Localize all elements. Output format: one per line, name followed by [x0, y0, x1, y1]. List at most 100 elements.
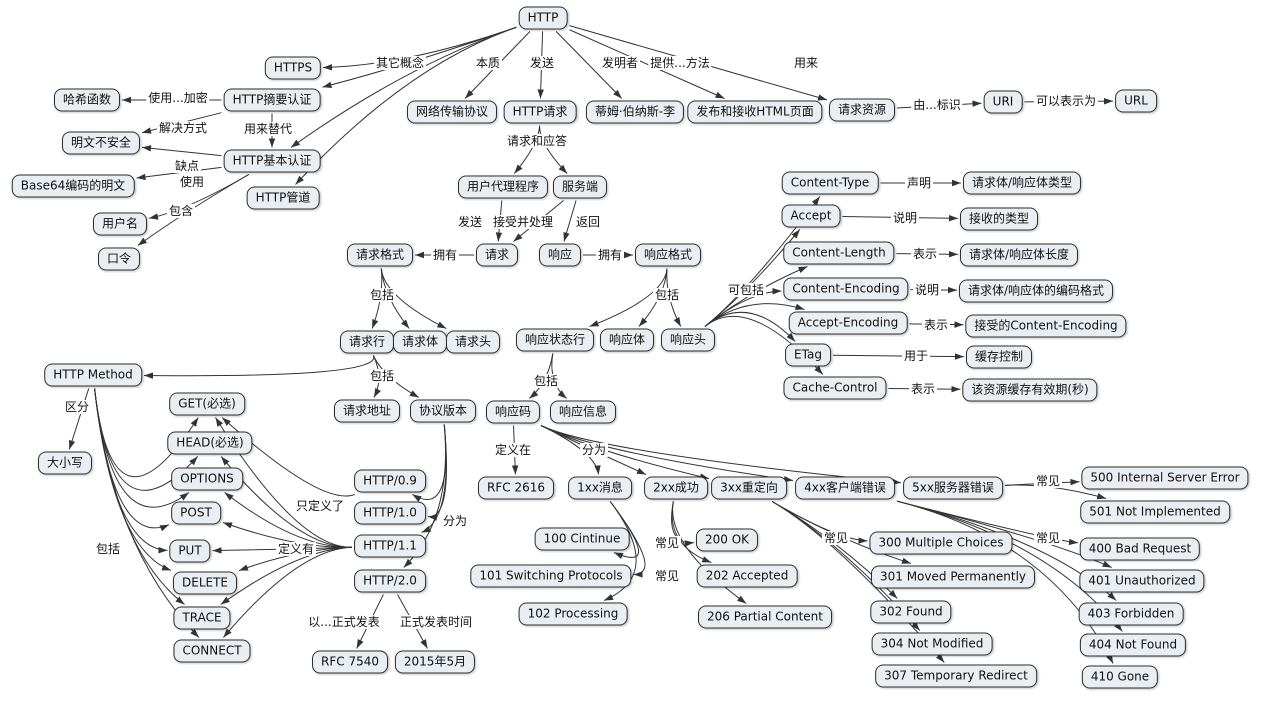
arrowhead-icon: [513, 233, 523, 242]
node-m-post: POST: [171, 501, 221, 525]
node-response-status-line: 响应状态行: [515, 328, 595, 352]
arrowhead-icon: [1107, 592, 1117, 601]
node-https: HTTPS: [264, 56, 322, 80]
arrowhead-icon: [715, 91, 725, 99]
edge-label: 返回: [573, 215, 603, 229]
node-body-length: 请求体/响应体长度: [959, 243, 1079, 267]
node-c307: 307 Temporary Redirect: [875, 664, 1037, 688]
edge-label: 包括: [93, 542, 123, 556]
arrowhead-icon: [1114, 622, 1123, 632]
arrowhead-icon: [1103, 98, 1113, 105]
edge-label: 正式发表时间: [397, 615, 475, 629]
arrowhead-icon: [323, 64, 333, 71]
node-http-pipeline: HTTP管道: [246, 186, 320, 210]
arrowhead-icon: [858, 537, 868, 544]
edge-label: 可以表示为: [1033, 94, 1099, 108]
node-response-headers: 响应头: [660, 328, 716, 352]
node-user-agent: 用户代理程序: [457, 175, 549, 199]
arrowhead-icon: [495, 232, 503, 242]
node-basic-auth: HTTP基本认证: [223, 149, 321, 173]
arrowhead-icon: [794, 303, 805, 310]
node-cache-ctrl: 缓存控制: [965, 345, 1033, 369]
node-c400: 400 Bad Request: [1079, 537, 1201, 561]
edge-line: [143, 355, 375, 377]
node-c300: 300 Multiple Choices: [869, 531, 1013, 555]
edge-label: 其它概念: [373, 56, 427, 70]
arrowhead-icon: [420, 639, 428, 649]
arrowhead-icon: [1102, 560, 1112, 568]
edge-label: 由...标识: [911, 98, 963, 112]
node-c304: 304 Not Modified: [871, 632, 993, 656]
node-request-resource: 请求资源: [828, 98, 896, 122]
arrowhead-icon: [220, 596, 230, 605]
node-cache-validity: 该资源缓存有效期(秒): [962, 378, 1098, 402]
arrowhead-icon: [737, 595, 747, 604]
arrowhead-icon: [797, 266, 808, 273]
arrowhead-icon: [558, 164, 568, 174]
arrowhead-icon: [511, 465, 519, 475]
edge-label: 发送: [455, 215, 485, 229]
arrowhead-icon: [190, 417, 199, 427]
edge-label: 包括: [652, 288, 682, 302]
edge-label: 本质: [473, 56, 503, 70]
arrowhead-icon: [589, 320, 600, 327]
edge-label: 分为: [579, 443, 609, 457]
edge-line: [427, 424, 448, 518]
arrowhead-icon: [1068, 538, 1078, 546]
arrowhead-icon: [412, 494, 422, 502]
node-rfc7540: RFC 7540: [312, 650, 388, 674]
node-body-encoding: 请求体/响应体的编码格式: [958, 279, 1114, 303]
node-username: 用户名: [92, 212, 148, 236]
node-c102: 102 Processing: [518, 602, 628, 626]
edge-line: [540, 425, 794, 481]
node-s5xx: 5xx服务器错误: [903, 476, 1003, 500]
edge-label: 声明: [904, 176, 934, 190]
node-c206: 206 Partial Content: [698, 605, 832, 629]
edge-line: [380, 268, 447, 329]
arrowhead-icon: [373, 388, 381, 398]
edge-line: [672, 501, 747, 604]
node-response-body: 响应体: [599, 328, 655, 352]
edge-label: 用来替代: [241, 122, 295, 136]
node-accept-encoding: Accept-Encoding: [788, 311, 908, 335]
node-http-method: HTTP Method: [44, 363, 142, 387]
node-c101: 101 Switching Protocols: [470, 564, 632, 588]
arrowhead-icon: [224, 492, 234, 501]
edge-label: 定义有: [275, 542, 317, 556]
node-accepted-content-encoding: 接受的Content-Encoding: [965, 314, 1127, 338]
arrowhead-icon: [68, 439, 76, 450]
edge-label: 包括: [367, 369, 397, 383]
arrowhead-icon: [948, 215, 958, 222]
node-hash-fn: 哈希函数: [53, 88, 121, 112]
node-uri: URI: [983, 90, 1023, 114]
arrowhead-icon: [223, 522, 233, 529]
node-request-headers: 请求头: [445, 330, 501, 354]
edge-label: 表示: [921, 318, 951, 332]
arrowhead-icon: [563, 231, 570, 242]
node-request-body: 请求体: [392, 330, 448, 354]
edge-label: 表示: [910, 247, 940, 261]
arrowhead-icon: [514, 164, 523, 174]
node-v10: HTTP/1.0: [354, 501, 426, 525]
arrowhead-icon: [290, 139, 301, 148]
node-v11: HTTP/1.1: [354, 534, 426, 558]
edge-line: [555, 31, 623, 99]
arrowhead-icon: [888, 589, 898, 599]
edge-label: 常见: [1033, 531, 1063, 545]
node-accept: Accept: [781, 204, 841, 228]
node-content-encoding: Content-Encoding: [783, 277, 909, 301]
arrowhead-icon: [814, 365, 823, 375]
node-c100: 100 Cintinue: [534, 527, 630, 551]
edge-line: [68, 388, 90, 450]
edge-line: [589, 268, 668, 327]
edge-label: 可包括: [725, 283, 767, 297]
edge-label: 发送: [527, 56, 557, 70]
node-c301: 301 Moved Permanently: [870, 565, 1036, 589]
node-response-message: 响应信息: [549, 400, 617, 424]
edge-label: 包括: [367, 288, 397, 302]
node-v20: HTTP/2.0: [354, 569, 426, 593]
arrowhead-icon: [972, 100, 982, 107]
arrowhead-icon: [935, 653, 945, 663]
arrowhead-icon: [159, 524, 169, 532]
node-s3xx: 3xx重定向: [711, 476, 787, 500]
